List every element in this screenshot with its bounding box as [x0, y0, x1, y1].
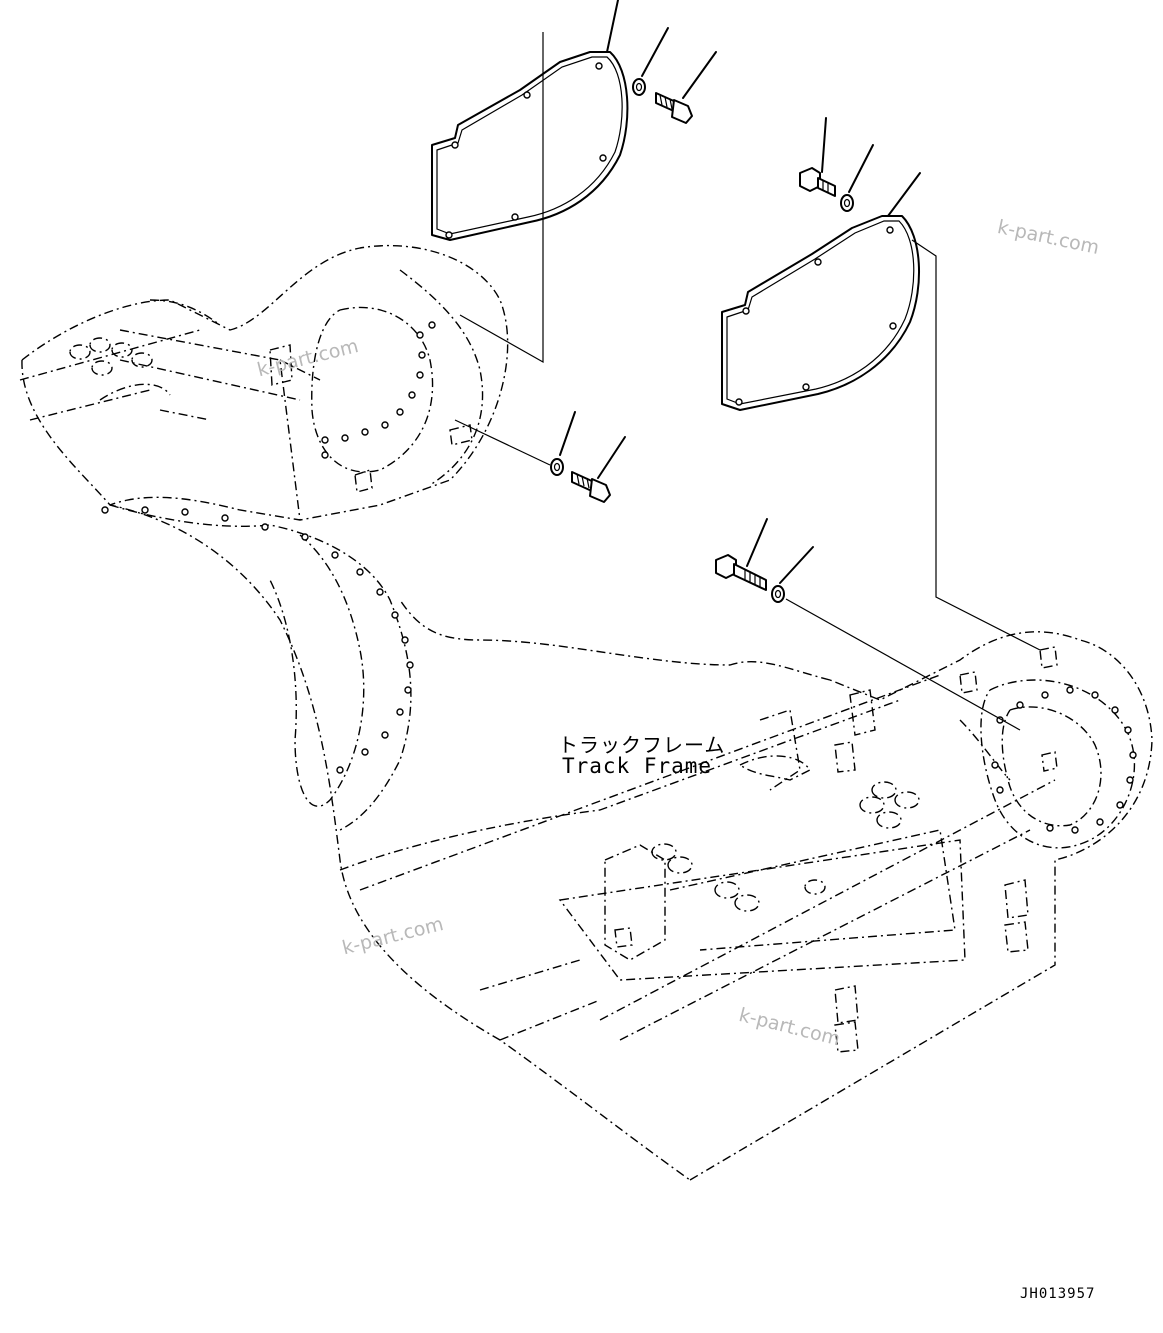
cover-plate-left	[431, 51, 629, 241]
leader-washer-upper-right	[848, 144, 874, 193]
bolt-upper-right	[799, 167, 836, 197]
washer-upper-left	[632, 78, 646, 96]
leader-bolt-lower-left	[597, 436, 626, 479]
washer-lower-left	[550, 458, 564, 476]
leader-bolt-lower-right	[746, 518, 768, 567]
track-frame-label-en: Track Frame	[562, 754, 713, 778]
bolt-lower-right	[715, 554, 767, 591]
washer-upper-right	[840, 194, 854, 212]
alignment-line-lower-right	[785, 598, 1021, 731]
leader-washer-lower-left	[559, 411, 576, 456]
leader-washer-upper-left	[641, 27, 669, 77]
leader-bolt-upper-left	[682, 51, 717, 99]
bolt-upper-left	[655, 92, 693, 124]
alignment-line-lower-left	[454, 419, 551, 466]
alignment-line-right-plate	[911, 239, 1041, 651]
alignment-line-left-plate	[459, 32, 544, 364]
track-frame-label-jp: トラックフレーム	[558, 733, 726, 757]
drum-bolt-holes	[101, 321, 1137, 834]
leader-cover-plate-right	[887, 172, 921, 217]
leader-cover-plate-left	[606, 0, 619, 53]
bolt-lower-left	[571, 471, 611, 503]
cover-plate-right	[721, 215, 920, 411]
washer-lower-right	[771, 585, 785, 603]
track-frame-phantom	[19, 244, 1153, 1181]
leader-bolt-upper-right	[821, 117, 827, 173]
drawing-code: JH013957	[1020, 1286, 1096, 1302]
leader-washer-lower-right	[779, 546, 814, 584]
